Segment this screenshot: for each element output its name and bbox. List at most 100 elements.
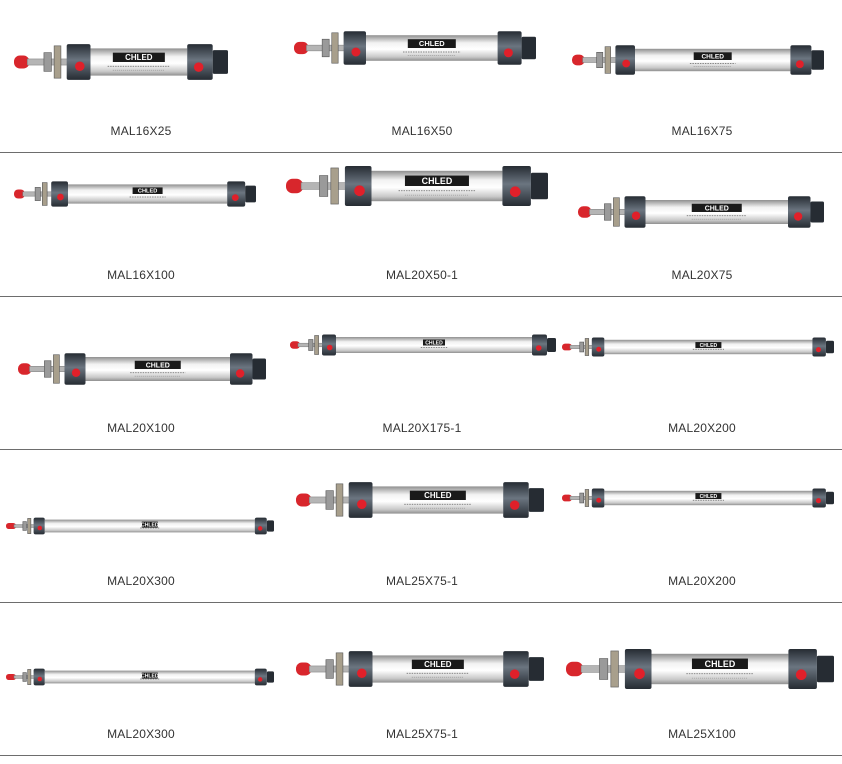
rear-port bbox=[825, 491, 834, 505]
air-port bbox=[631, 211, 641, 220]
product-name[interactable]: MAL20X200 bbox=[668, 421, 736, 435]
cylinder-image[interactable]: CHLED bbox=[282, 144, 562, 254]
product-name[interactable]: MAL20X100 bbox=[107, 421, 175, 435]
mount-nut bbox=[330, 167, 339, 205]
rod-nut bbox=[604, 203, 612, 221]
product-card[interactable]: CHLED MAL16X75 bbox=[562, 0, 842, 152]
product-card[interactable]: CHLED MAL16X100 bbox=[0, 144, 282, 296]
rod-cap bbox=[562, 494, 572, 502]
cylinder-image[interactable]: CHLED bbox=[0, 450, 282, 560]
cylinder: CHLED bbox=[14, 181, 256, 207]
rod-cap bbox=[14, 189, 25, 199]
cylinder-image[interactable]: CHLED bbox=[282, 0, 562, 110]
air-port bbox=[535, 345, 542, 351]
product-card[interactable]: CHLED MAL20X300 bbox=[0, 603, 282, 755]
product-name[interactable]: MAL16X100 bbox=[107, 268, 175, 282]
cylinder-image[interactable]: CHLED bbox=[282, 603, 562, 713]
air-port bbox=[795, 669, 807, 681]
product-card[interactable]: CHLED MAL20X175-1 bbox=[282, 297, 562, 449]
product-name[interactable]: MAL20X300 bbox=[107, 574, 175, 588]
air-port bbox=[235, 369, 245, 378]
brand-text: CHLED bbox=[146, 362, 170, 369]
product-row: CHLED MAL16X100 CHLED MAL20X50-1 CHLED M… bbox=[0, 144, 842, 297]
cylinder: CHLED bbox=[6, 668, 274, 686]
brand-text: CHLED bbox=[424, 491, 452, 500]
cylinder-image[interactable]: CHLED bbox=[562, 144, 842, 254]
product-name[interactable]: MAL25X75-1 bbox=[385, 574, 459, 588]
brand-label bbox=[134, 360, 181, 369]
product-card[interactable]: CHLED MAL20X100 bbox=[0, 297, 282, 449]
air-port bbox=[795, 60, 804, 69]
cylinder: CHLED bbox=[14, 44, 228, 80]
cylinder: CHLED bbox=[566, 649, 834, 689]
air-port bbox=[503, 48, 513, 58]
product-name[interactable]: MAL16X75 bbox=[671, 124, 733, 138]
brand-text: CHLED bbox=[705, 205, 729, 212]
product-card[interactable]: CHLED MAL16X50 bbox=[282, 0, 562, 152]
product-card[interactable]: CHLED MAL25X100 bbox=[562, 603, 842, 755]
rear-port bbox=[825, 340, 834, 354]
mount-nut bbox=[584, 338, 590, 356]
cylinder-image[interactable]: CHLED bbox=[562, 0, 842, 110]
cylinder: CHLED bbox=[578, 196, 824, 228]
cylinder-image[interactable]: CHLED bbox=[562, 603, 842, 713]
brand-text: CHLED bbox=[424, 660, 452, 669]
air-port bbox=[257, 677, 263, 682]
air-port bbox=[815, 347, 821, 353]
rear-port bbox=[252, 358, 266, 380]
brand-text: CHLED bbox=[125, 53, 153, 62]
cylinder-image[interactable]: CHLED bbox=[0, 603, 282, 713]
product-name[interactable]: MAL16X50 bbox=[391, 124, 453, 138]
air-port bbox=[634, 668, 645, 680]
rear-end-cap bbox=[497, 31, 522, 65]
rear-port bbox=[266, 520, 274, 532]
cylinder-image[interactable]: CHLED bbox=[282, 450, 562, 560]
product-name[interactable]: MAL20X200 bbox=[668, 574, 736, 588]
product-name[interactable]: MAL25X75-1 bbox=[385, 727, 459, 741]
product-card[interactable]: CHLED MAL20X75 bbox=[562, 144, 842, 296]
air-port bbox=[57, 193, 64, 201]
brand-label bbox=[409, 490, 466, 500]
product-name[interactable]: MAL20X50-1 bbox=[385, 268, 459, 282]
cylinder-image[interactable]: CHLED bbox=[562, 450, 842, 560]
rod-cap bbox=[290, 341, 300, 349]
cylinder-image[interactable]: CHLED bbox=[0, 0, 282, 110]
cylinder-image[interactable]: CHLED bbox=[562, 297, 842, 407]
rear-port bbox=[245, 185, 256, 203]
rear-end-cap bbox=[503, 651, 529, 687]
rear-port bbox=[528, 488, 544, 512]
product-name[interactable]: MAL20X75 bbox=[671, 268, 733, 282]
cylinder-image[interactable]: CHLED bbox=[0, 144, 282, 254]
brand-text: CHLED bbox=[141, 522, 159, 528]
product-name[interactable]: MAL25X100 bbox=[668, 727, 736, 741]
cylinder-image[interactable]: CHLED bbox=[282, 297, 562, 407]
rod-nut bbox=[34, 187, 41, 201]
cylinder: CHLED bbox=[286, 166, 548, 206]
mount-nut bbox=[42, 182, 48, 206]
product-card[interactable]: CHLED MAL25X75-1 bbox=[282, 450, 562, 602]
cylinder: CHLED bbox=[562, 337, 834, 357]
brand-label bbox=[411, 659, 464, 669]
brand-text: CHLED bbox=[705, 659, 736, 669]
rod-nut bbox=[43, 52, 52, 72]
product-card[interactable]: CHLED MAL20X300 bbox=[0, 450, 282, 602]
product-card[interactable]: CHLED MAL25X75-1 bbox=[282, 603, 562, 755]
brand-text: CHLED bbox=[700, 343, 718, 349]
product-card[interactable]: CHLED MAL20X50-1 bbox=[282, 144, 562, 296]
product-card[interactable]: CHLED MAL20X200 bbox=[562, 450, 842, 602]
air-port bbox=[231, 194, 239, 201]
brand-label bbox=[691, 203, 742, 212]
brand-text: CHLED bbox=[701, 53, 724, 60]
air-port bbox=[596, 346, 602, 352]
rear-end-cap bbox=[254, 517, 267, 535]
product-name[interactable]: MAL20X300 bbox=[107, 727, 175, 741]
product-name[interactable]: MAL16X25 bbox=[110, 124, 172, 138]
product-card[interactable]: CHLED MAL16X25 bbox=[0, 0, 282, 152]
rear-port bbox=[528, 657, 544, 681]
product-name[interactable]: MAL20X175-1 bbox=[382, 421, 462, 435]
product-card[interactable]: CHLED MAL20X200 bbox=[562, 297, 842, 449]
brand-text: CHLED bbox=[138, 189, 157, 195]
rear-port bbox=[811, 50, 824, 70]
cylinder-image[interactable]: CHLED bbox=[0, 297, 282, 407]
